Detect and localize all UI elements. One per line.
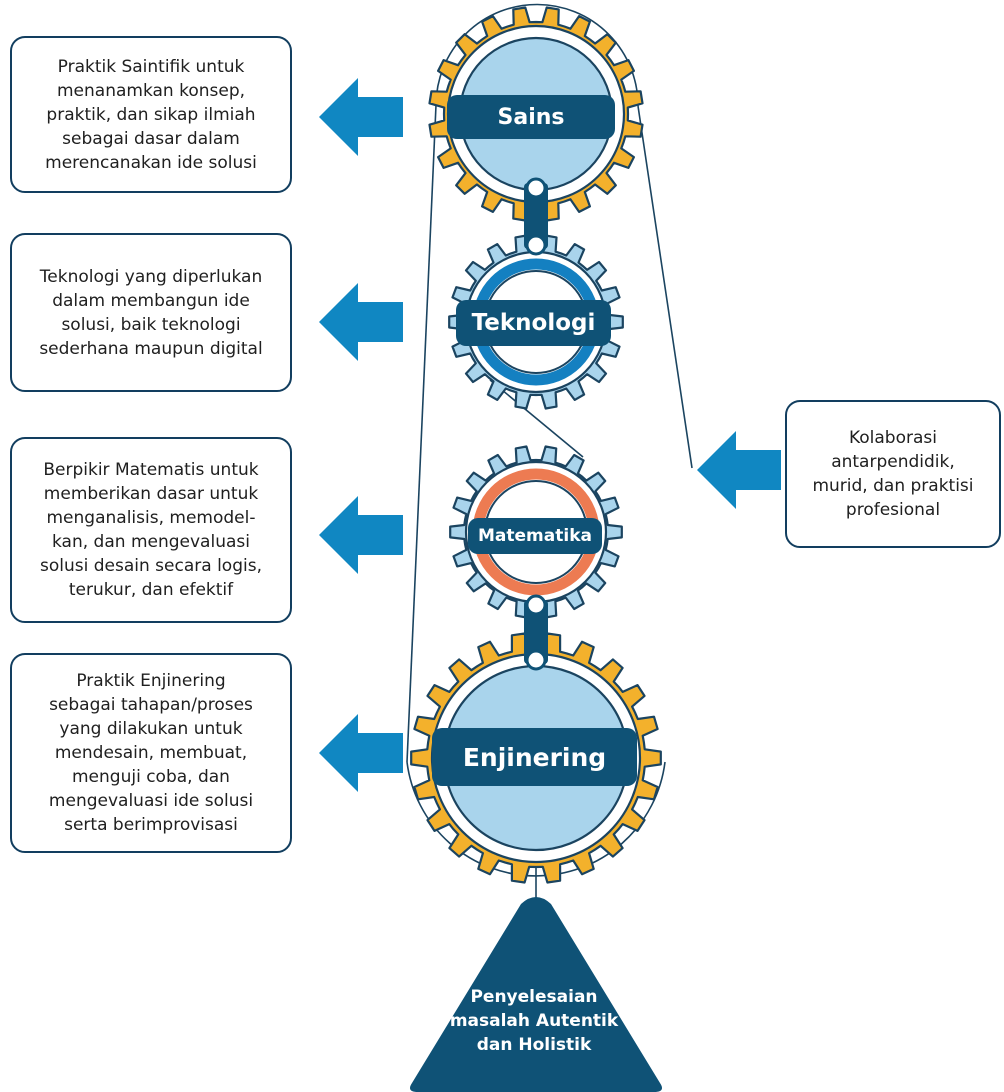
sains-description-line: menanamkan konsep, xyxy=(56,80,246,101)
sains-description-line: merencanakan ide solusi xyxy=(45,152,257,173)
chain-link-bottom xyxy=(524,594,548,671)
outcome-line: masalah Autentik xyxy=(449,1011,619,1031)
teknologi-description-line: sederhana maupun digital xyxy=(39,338,263,359)
arrow-left-matematika xyxy=(319,496,403,574)
teknologi-description-line: Teknologi yang diperlukan xyxy=(39,266,263,287)
kolaborasi-description-line: murid, dan praktisi xyxy=(812,476,974,496)
belt-right-line xyxy=(637,105,693,469)
kolaborasi-description-line: Kolaborasi xyxy=(848,428,937,448)
kolaborasi-description-line: profesional xyxy=(845,500,941,520)
outcome-line: Penyelesaian xyxy=(470,987,598,1007)
matematika-description-box: Berpikir Matematis untuk memberikan dasa… xyxy=(10,437,292,623)
arrow-left-teknologi xyxy=(319,283,403,361)
enjinering-description-text: Praktik Enjinering sebagai tahapan/prose… xyxy=(49,669,253,837)
enjinering-description-box: Praktik Enjinering sebagai tahapan/prose… xyxy=(10,653,292,853)
matematika-description-line: solusi desain secara logis, xyxy=(40,556,262,576)
teknologi-description-line: solusi, baik teknologi xyxy=(61,314,241,335)
sains-description-line: Praktik Saintifik untuk xyxy=(57,56,245,77)
matematika-label: Matematika xyxy=(468,518,602,554)
sains-description-text: Praktik Saintifik untuk menanamkan konse… xyxy=(45,55,257,175)
chain-link-top xyxy=(524,177,548,256)
arrow-left-sains xyxy=(319,78,403,156)
enjinering-description-line: serta berimprovisasi xyxy=(64,815,238,835)
teknologi-description-line: dalam membangun ide xyxy=(52,290,250,311)
matematika-description-line: Berpikir Matematis untuk xyxy=(43,460,259,480)
enjinering-label: Enjinering xyxy=(432,728,637,786)
enjinering-description-line: yang dilakukan untuk xyxy=(59,719,243,739)
matematika-description-line: kan, dan mengevaluasi xyxy=(52,532,250,552)
kolaborasi-description-line: antarpendidik, xyxy=(831,452,955,472)
sains-description-box: Praktik Saintifik untuk menanamkan konse… xyxy=(10,36,292,193)
matematika-description-text: Berpikir Matematis untuk memberikan dasa… xyxy=(40,458,262,602)
matematika-description-line: terukur, dan efektif xyxy=(68,580,234,600)
belt-cross-line xyxy=(489,379,584,458)
sains-label: Sains xyxy=(447,95,615,139)
matematika-description-line: memberikan dasar untuk xyxy=(43,484,259,504)
sains-description-line: sebagai dasar dalam xyxy=(62,128,240,149)
enjinering-description-line: menguji coba, dan xyxy=(72,767,230,787)
enjinering-description-line: mengevaluasi ide solusi xyxy=(48,791,254,811)
kolaborasi-description-text: Kolaborasi antarpendidik, murid, dan pra… xyxy=(812,426,973,522)
sains-description-line: praktik, dan sikap ilmiah xyxy=(46,104,256,125)
teknologi-label: Teknologi xyxy=(456,300,611,346)
outcome-triangle xyxy=(410,897,662,1092)
teknologi-description-box: Teknologi yang diperlukan dalam membangu… xyxy=(10,233,292,392)
outcome-line: dan Holistik xyxy=(476,1035,592,1055)
matematika-description-line: menganalisis, memodel- xyxy=(46,508,256,528)
belt xyxy=(406,3,693,877)
enjinering-description-line: Praktik Enjinering xyxy=(76,671,226,691)
arrow-left-enjinering xyxy=(319,714,403,792)
enjinering-description-line: sebagai tahapan/proses xyxy=(49,695,253,715)
enjinering-description-line: mendesain, membuat, xyxy=(54,743,248,763)
belt-left-line xyxy=(406,104,437,763)
arrow-left-kolaborasi xyxy=(697,431,781,509)
outcome-text: Penyelesaian masalah Autentik dan Holist… xyxy=(443,985,625,1057)
teknologi-description-text: Teknologi yang diperlukan dalam membangu… xyxy=(39,265,262,361)
kolaborasi-description-box: Kolaborasi antarpendidik, murid, dan pra… xyxy=(785,400,1001,548)
